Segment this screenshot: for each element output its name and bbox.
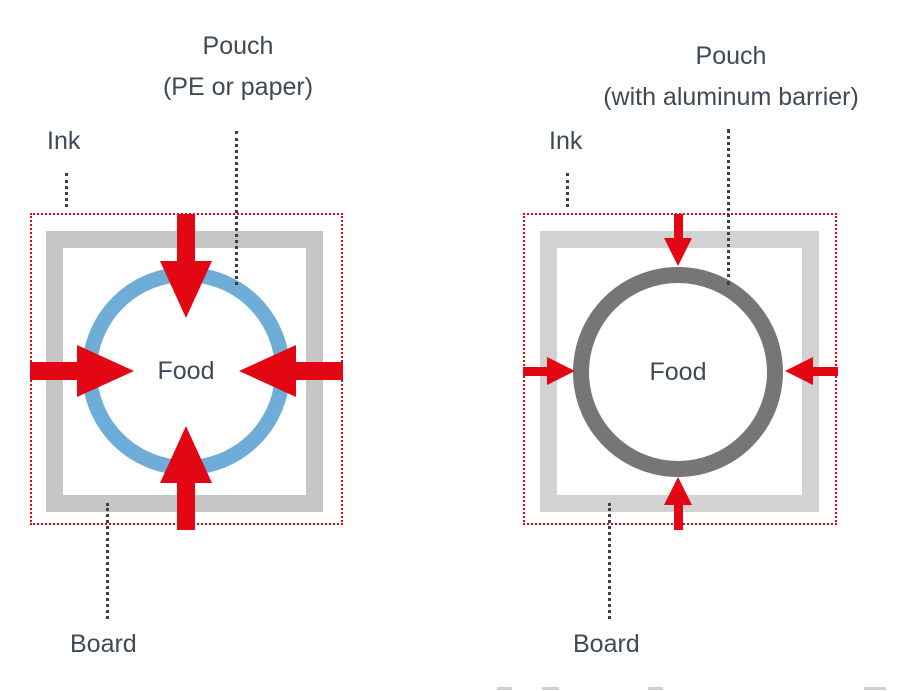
arrow-shaft [674,214,683,239]
arrow-shaft [813,367,838,376]
arrow-shaft [177,482,195,530]
cropped-text-artifact [542,687,559,690]
arrow-left-icon [239,345,296,397]
diagram-title: Pouch (PE or paper) [78,26,398,108]
arrow-shaft [523,367,548,376]
ink-label: Ink [47,127,81,155]
board-leader-dotted-line [608,503,611,619]
food-label: Food [157,356,215,385]
arrow-down-icon [664,238,692,266]
diagram-pouch-aluminum-barrier: Pouch (with aluminum barrier) Ink Food [450,0,900,691]
food-label: Food [649,357,707,386]
board-label: Board [573,630,640,658]
arrow-shaft [295,362,343,380]
ink-leader-dotted-line [566,173,569,207]
diagram-title: Pouch (with aluminum barrier) [571,36,891,118]
arrow-shaft [177,214,195,262]
arrow-up-icon [664,477,692,505]
arrow-right-icon [77,345,134,397]
arrow-shaft [30,362,78,380]
arrow-shaft [674,505,683,530]
cropped-text-artifact [864,687,886,690]
cropped-text-artifact [648,687,663,690]
board-label: Board [70,630,137,658]
diagram-pouch-pe-or-paper: Pouch (PE or paper) Ink Food [30,26,398,658]
ink-leader-dotted-line [65,173,68,207]
pouch-title-line2: (with aluminum barrier) [603,83,859,111]
arrow-down-icon [160,261,212,318]
cropped-text-artifact [497,687,512,690]
pouch-title-line1: Pouch [695,42,767,70]
board-leader-dotted-line [106,503,109,619]
pouch-leader-dotted-line [727,129,730,285]
arrow-right-icon [547,357,575,385]
ink-label: Ink [549,127,583,155]
arrow-up-icon [160,426,212,483]
pouch-title-line2: (PE or paper) [162,73,314,101]
arrow-left-icon [785,357,813,385]
pouch-title-line1: Pouch [202,32,274,60]
pouch-leader-dotted-line [235,131,238,285]
